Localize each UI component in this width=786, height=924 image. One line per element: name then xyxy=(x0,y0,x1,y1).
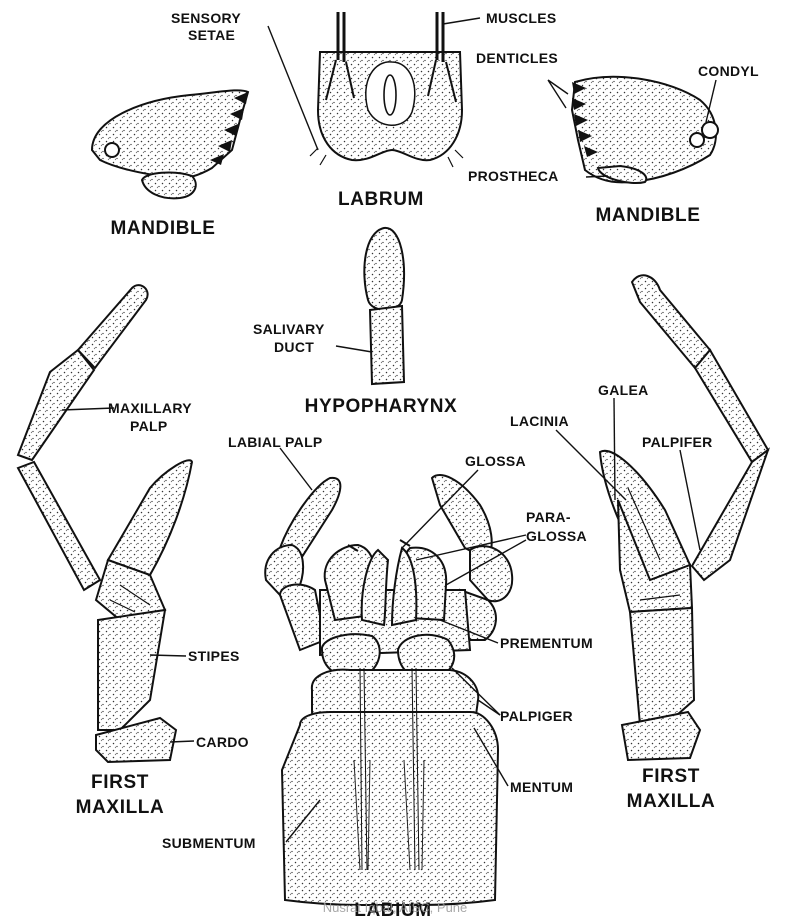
watermark-text: Nusrat Iqbal, AISC, Pune xyxy=(323,900,468,915)
mandible-left-lobe xyxy=(142,173,196,199)
first-maxilla-right: FIRST MAXILLA xyxy=(600,275,768,812)
label-palpifer: PALPIFER xyxy=(642,434,713,450)
hypopharynx-title: HYPOPHARYNX xyxy=(305,396,458,417)
first-maxilla-right-title-2: MAXILLA xyxy=(627,791,716,812)
mandible-right-body xyxy=(572,77,716,183)
stipes-left xyxy=(98,610,165,730)
galea-right xyxy=(600,451,690,580)
mandible-right: MANDIBLE xyxy=(572,77,718,226)
labial-palp-right-mid xyxy=(470,546,512,601)
label-glossa: GLOSSA xyxy=(465,453,526,469)
label-palpiger: PALPIGER xyxy=(500,708,573,724)
label-lacinia: LACINIA xyxy=(510,413,569,429)
labrum: LABRUM xyxy=(310,12,463,210)
label-condyl: CONDYL xyxy=(698,63,759,79)
first-maxilla-right-title-1: FIRST xyxy=(642,766,700,787)
mandible-left-condyl xyxy=(105,143,119,157)
labrum-title: LABRUM xyxy=(338,189,424,210)
label-stipes: STIPES xyxy=(188,648,240,664)
mandible-left-title: MANDIBLE xyxy=(110,218,215,239)
labial-palp-left-base xyxy=(280,585,325,650)
labium: LABIUM xyxy=(265,475,512,921)
label-sensory-setae-1: SENSORY xyxy=(171,10,241,26)
label-paraglossa-1: PARA- xyxy=(526,509,571,525)
label-muscles: MUSCLES xyxy=(486,10,557,26)
first-maxilla-left-title-1: FIRST xyxy=(91,772,149,793)
submentum xyxy=(282,712,498,905)
mandible-right-title: MANDIBLE xyxy=(595,205,700,226)
mandible-left-body xyxy=(92,90,248,178)
label-prementum: PREMENTUM xyxy=(500,635,593,651)
maxillary-palp-left-seg3 xyxy=(18,462,100,590)
mandible-left: MANDIBLE xyxy=(92,90,248,239)
label-sensory-setae-2: SETAE xyxy=(188,27,235,43)
label-maxillary-palp-2: PALP xyxy=(130,418,168,434)
label-prostheca: PROSTHECA xyxy=(468,168,559,184)
mandible-right-condyl xyxy=(690,133,704,147)
label-submentum: SUBMENTUM xyxy=(162,835,256,851)
label-denticles: DENTICLES xyxy=(476,50,558,66)
first-maxilla-left: FIRST MAXILLA xyxy=(18,285,192,818)
hypopharynx-stem xyxy=(370,306,404,384)
galea-left xyxy=(108,460,192,575)
label-cardo: CARDO xyxy=(196,734,249,750)
hypopharynx: HYPOPHARYNX xyxy=(305,228,458,417)
maxillary-palp-left-seg2 xyxy=(18,350,94,460)
maxillary-palp-right-seg1 xyxy=(632,275,710,368)
maxillary-palp-left-seg1 xyxy=(78,285,148,368)
cardo-right xyxy=(622,712,700,760)
label-paraglossa-2: GLOSSA xyxy=(526,528,587,544)
maxillary-palp-right-seg3 xyxy=(692,450,768,580)
label-mentum: MENTUM xyxy=(510,779,573,795)
label-salivary-duct-2: DUCT xyxy=(274,339,314,355)
first-maxilla-left-title-2: MAXILLA xyxy=(76,797,165,818)
label-labial-palp: LABIAL PALP xyxy=(228,434,323,450)
hypopharynx-tip xyxy=(364,228,404,310)
label-salivary-duct-1: SALIVARY xyxy=(253,321,325,337)
labrum-pore xyxy=(384,75,396,115)
label-maxillary-palp-1: MAXILLARY xyxy=(108,400,192,416)
label-galea: GALEA xyxy=(598,382,649,398)
